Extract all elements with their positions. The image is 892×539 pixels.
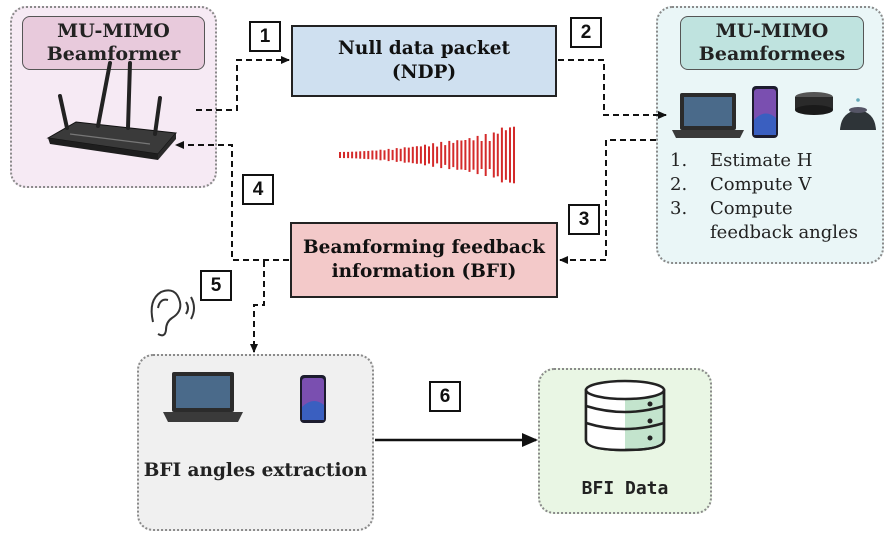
- ndp-box: Null data packet (NDP): [291, 25, 557, 97]
- ndp-line2: (NDP): [391, 62, 457, 83]
- beamformees-title: MU-MIMO Beamformees: [680, 16, 864, 70]
- step-1-badge: 1: [249, 21, 281, 52]
- laptop-icon: [163, 372, 243, 422]
- smartphone-icon: [752, 86, 778, 138]
- beamformer-title: MU-MIMO Beamformer: [22, 16, 205, 70]
- bfi-line2: information (BFI): [331, 261, 517, 282]
- step-5-badge: 5: [200, 270, 232, 301]
- list-item: 2.Compute V: [670, 174, 812, 195]
- smart-speaker-icon: [795, 92, 876, 130]
- bfi-line1: Beamforming feedback: [303, 237, 545, 258]
- smartphone-icon: [300, 375, 326, 423]
- database-icon: [584, 379, 666, 452]
- list-item: feedback angles: [710, 222, 858, 243]
- router-icon: [46, 61, 177, 160]
- beamformer-title-line2: Beamformer: [46, 43, 181, 65]
- extraction-panel: [137, 354, 374, 531]
- beamformee-steps-list: 1.Estimate H 2.Compute V 3.Compute feedb…: [670, 149, 858, 245]
- beamformees-title-line1: MU-MIMO: [715, 20, 829, 42]
- bfi-box: Beamforming feedback information (BFI): [290, 222, 558, 298]
- step-4-badge: 4: [242, 174, 274, 205]
- arrow-router-to-ndp: [196, 56, 290, 111]
- data-label: BFI Data: [581, 478, 669, 499]
- arrow-ndp-to-beamformees: [558, 59, 667, 119]
- step-2-badge: 2: [570, 17, 602, 48]
- ndp-line1: Null data packet: [337, 38, 511, 59]
- step-3-badge: 3: [568, 204, 600, 235]
- arrow-bfi-to-router: [175, 141, 289, 261]
- beamformer-title-line1: MU-MIMO: [57, 20, 170, 42]
- extraction-label: BFI angles extraction: [143, 460, 368, 481]
- list-item: 1.Estimate H: [670, 150, 813, 171]
- signal-waveform: [339, 126, 515, 184]
- beamformees-title-line2: Beamformees: [698, 43, 846, 65]
- ear-icon: [150, 289, 195, 337]
- arrow-bfi-to-extraction: [250, 261, 265, 353]
- arrow-beamformees-to-bfi: [559, 139, 656, 264]
- list-item: 3.Compute: [670, 198, 793, 219]
- laptop-icon: [672, 93, 744, 138]
- step-6-badge: 6: [429, 381, 461, 412]
